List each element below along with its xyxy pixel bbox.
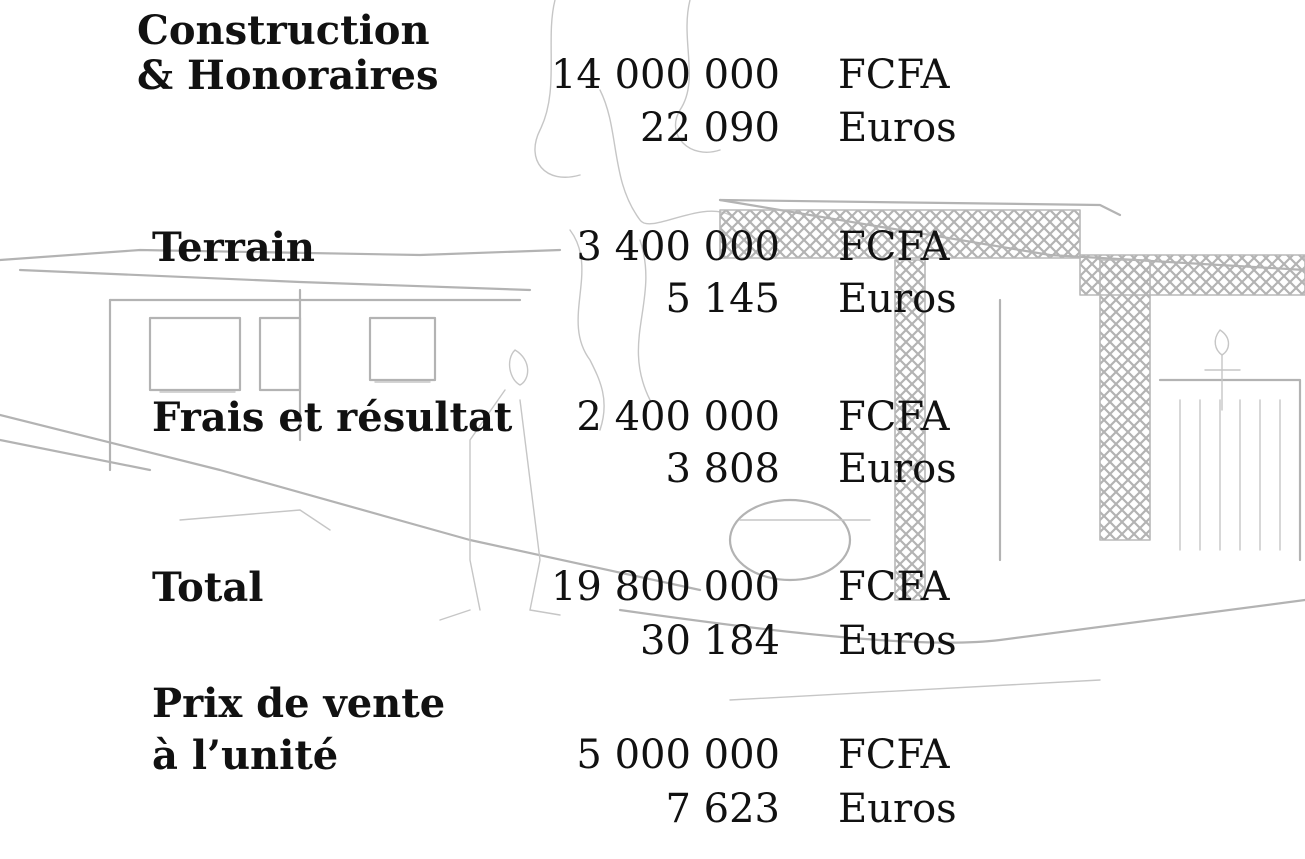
construction-fcfa-amount: 14 000 000 — [550, 52, 780, 98]
frais-fcfa-unit: FCFA — [838, 394, 950, 440]
label-total: Total — [152, 564, 264, 611]
construction-euro-amount: 22 090 — [640, 105, 780, 151]
total-fcfa-unit: FCFA — [838, 564, 950, 610]
total-euro-amount: 30 184 — [640, 618, 780, 664]
total-fcfa-amount: 19 800 000 — [550, 564, 780, 610]
label-prix-vente-line2: à l’unité — [152, 732, 339, 779]
label-construction-line1: Construction — [137, 7, 430, 54]
terrain-euro-unit: Euros — [838, 276, 957, 322]
prix-fcfa-unit: FCFA — [838, 732, 950, 778]
terrain-fcfa-unit: FCFA — [838, 224, 950, 270]
frais-euro-unit: Euros — [838, 446, 957, 492]
prix-fcfa-amount: 5 000 000 — [576, 732, 780, 778]
total-euro-unit: Euros — [838, 618, 957, 664]
terrain-euro-amount: 5 145 — [665, 276, 780, 322]
label-construction-line2: & Honoraires — [137, 52, 439, 99]
frais-fcfa-amount: 2 400 000 — [576, 394, 780, 440]
prix-euro-amount: 7 623 — [665, 786, 780, 832]
prix-euro-unit: Euros — [838, 786, 957, 832]
construction-euro-unit: Euros — [838, 105, 957, 151]
construction-fcfa-unit: FCFA — [838, 52, 950, 98]
frais-euro-amount: 3 808 — [665, 446, 780, 492]
label-terrain: Terrain — [152, 224, 315, 271]
terrain-fcfa-amount: 3 400 000 — [576, 224, 780, 270]
label-frais-resultat: Frais et résultat — [152, 394, 513, 441]
label-prix-vente-line1: Prix de vente — [152, 680, 446, 727]
